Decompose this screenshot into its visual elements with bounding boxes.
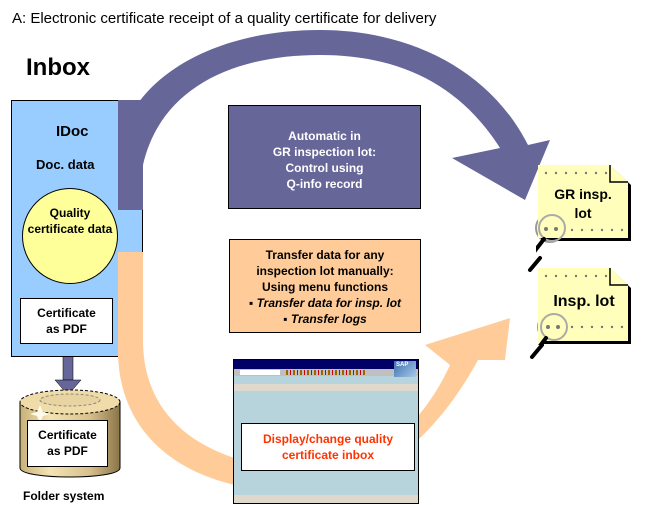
automatic-control-box: Automatic in GR inspection lot: Control … — [228, 105, 421, 209]
down-arrow-head — [54, 379, 82, 396]
automatic-flow-arrow — [118, 30, 550, 210]
magnifier-handle-icon — [538, 336, 548, 345]
manual-line: Using menu functions — [262, 280, 388, 294]
pdf-line-2: as PDF — [46, 322, 87, 336]
sap-label-line: certificate inbox — [281, 448, 375, 462]
sap-status-bar — [234, 495, 418, 503]
magnifier-lens-icon — [538, 214, 566, 242]
pdf-line-1: Certificate — [37, 306, 96, 320]
inspection-lot-note — [538, 268, 631, 344]
quality-line-1: Quality — [49, 206, 91, 220]
bullet-text: Transfer logs — [290, 312, 367, 326]
gr-inspection-lot-label: GR insp. lot — [538, 185, 628, 223]
auto-line: Control using — [285, 161, 364, 175]
inspection-lot-label: Insp. lot — [553, 293, 615, 310]
quality-certificate-data-circle — [22, 188, 118, 284]
auto-line: Q-info record — [286, 177, 363, 191]
inbox-heading: Inbox — [26, 54, 90, 81]
certificate-pdf-box: Certificate as PDF — [20, 298, 113, 344]
sap-toolbar-icons — [286, 370, 366, 375]
diagram-title: A: Electronic certificate receipt of a q… — [12, 10, 437, 27]
quality-certificate-data-label: Quality certificate data — [18, 205, 122, 237]
magnifier-lens-icon — [540, 313, 568, 341]
manual-line: inspection lot manually: — [256, 264, 394, 278]
sap-label-line: Display/change quality — [262, 432, 394, 446]
quality-line-2: certificate data — [27, 222, 113, 236]
gr-line-2: lot — [574, 205, 592, 221]
idoc-label: IDoc — [56, 123, 89, 140]
manual-bullet: ▪ Transfer data for insp. lot — [248, 296, 402, 310]
manual-line: Transfer data for any — [265, 248, 385, 262]
notes-layer — [536, 165, 631, 345]
sap-window-screenshot: SAP Display/change quality certificate i… — [233, 359, 419, 504]
manual-transfer-box: Transfer data for any inspection lot man… — [229, 239, 421, 333]
display-change-inbox-label: Display/change quality certificate inbox — [241, 423, 415, 471]
gr-line-1: GR insp. — [554, 186, 612, 202]
auto-line: GR inspection lot: — [272, 145, 377, 159]
bullet-text: Transfer data for insp. lot — [256, 296, 402, 310]
arrow-overlay — [118, 100, 143, 357]
folder-system-label: Folder system — [23, 489, 105, 503]
sap-command-field — [240, 370, 280, 375]
folder-certificate-pdf-box: Certificate as PDF — [27, 420, 108, 467]
sap-titlebar — [234, 360, 418, 369]
sap-logo: SAP — [394, 361, 416, 377]
magnifier-handle-icon — [536, 237, 546, 253]
manual-bullet: ▪ Transfer logs — [283, 312, 367, 326]
sap-band — [234, 384, 418, 391]
pdf-line-1: Certificate — [38, 428, 97, 442]
auto-line: Automatic in — [288, 129, 361, 143]
doc-data-label: Doc. data — [36, 157, 95, 172]
pdf-line-2: as PDF — [47, 444, 88, 458]
